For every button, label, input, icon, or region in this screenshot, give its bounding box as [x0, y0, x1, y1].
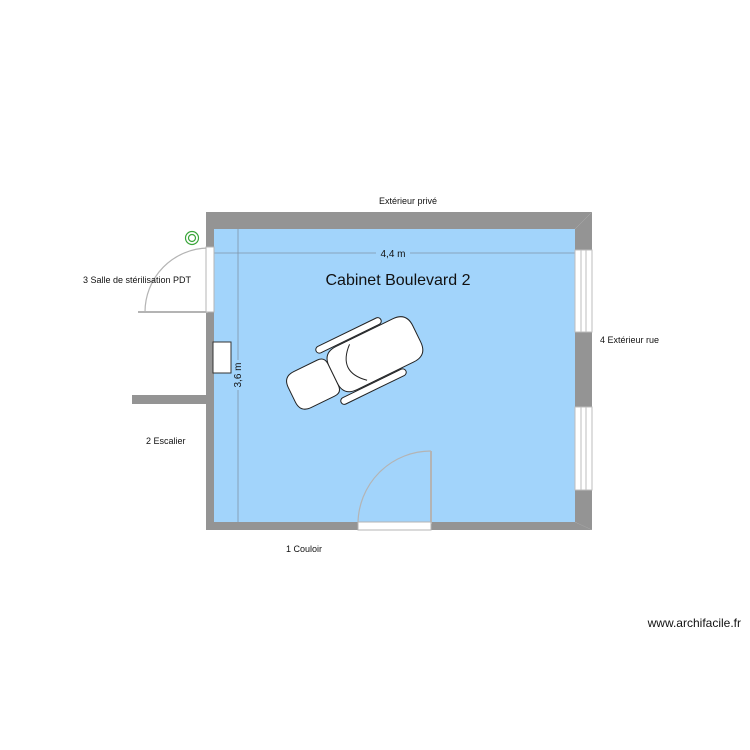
door-swing-icon — [357, 450, 432, 525]
window-upper — [574, 249, 593, 333]
dimension-height-label: 3,6 m — [233, 362, 244, 387]
sink-icon — [212, 341, 232, 374]
window-icon — [574, 249, 593, 333]
chair-armrest-left — [315, 317, 382, 354]
door-bottom-frame — [357, 521, 432, 531]
dental-chair-icon — [286, 316, 424, 410]
door-left — [138, 246, 215, 313]
label-sterilisation-room: 3 Salle de stérilisation PDT — [83, 275, 192, 285]
sensor-icon — [184, 230, 200, 246]
wall-left-lower — [206, 312, 214, 530]
dimension-width-bg — [376, 246, 410, 260]
window-icon — [574, 406, 593, 491]
chair-armrest-right — [340, 368, 407, 405]
label-stairs: 2 Escalier — [146, 436, 186, 446]
label-exterior-street: 4 Extérieur rue — [600, 335, 659, 345]
dimension-height-bg — [231, 360, 245, 390]
chair-seat — [326, 316, 424, 393]
door-left-frame — [205, 246, 215, 313]
chair-seat-contour — [345, 344, 368, 381]
wall-top — [206, 212, 592, 229]
wall-left-upper — [206, 212, 214, 247]
door-bottom — [357, 450, 432, 531]
dimension-width-label: 4,4 m — [380, 249, 405, 260]
label-corridor: 1 Couloir — [286, 544, 322, 554]
label-exterior-private: Extérieur privé — [379, 196, 437, 206]
wall-stair — [132, 395, 208, 404]
room-title: Cabinet Boulevard 2 — [326, 272, 471, 289]
watermark: www.archifacile.fr — [647, 616, 741, 630]
window-lower — [574, 406, 593, 491]
chair-footrest — [286, 358, 341, 410]
